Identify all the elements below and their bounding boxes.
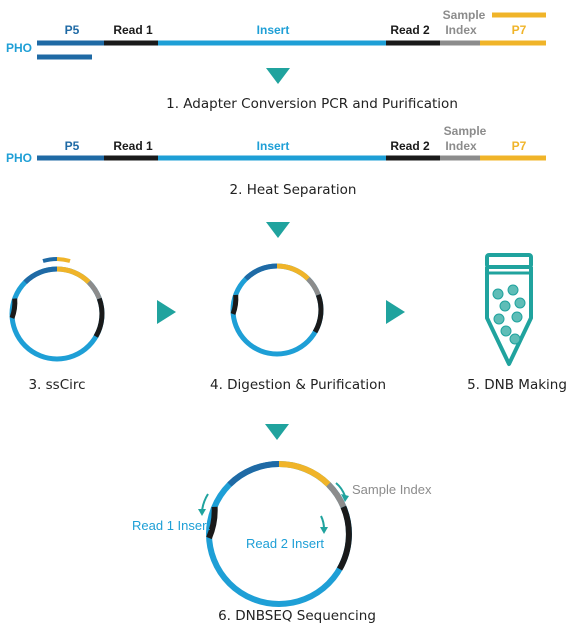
digest-arc-p7	[276, 263, 310, 281]
tube-cap	[485, 253, 533, 269]
right-arrow-icon	[386, 300, 405, 324]
sample-label-line2: Index	[445, 23, 477, 37]
curved-arrow-icon	[198, 493, 209, 516]
construct-top: P5 Read 1 Insert Read 2 Sample Index P7 …	[6, 8, 546, 60]
seq-arc-read1	[206, 506, 218, 540]
dnb-ball-icon	[509, 333, 521, 345]
dnb-ball-icon	[500, 325, 512, 337]
sample-index-annotation: Sample Index	[352, 482, 432, 497]
read2-label: Read 2	[390, 139, 430, 153]
dnb-ball-icon	[511, 311, 523, 323]
right-arrow-icon	[157, 300, 176, 324]
dnb-ball-icon	[492, 288, 504, 300]
read2-label: Read 2	[390, 23, 430, 37]
step-3-label: 3. ssCirc	[28, 377, 85, 393]
step-2-label: 2. Heat Separation	[230, 182, 357, 198]
splint-oligo-blue	[42, 257, 58, 263]
sample-label-line1: Sample	[443, 8, 486, 22]
seq-arc-read2	[336, 505, 352, 571]
sscirc-arc-read1	[9, 298, 18, 319]
pho-label: PHO	[6, 41, 32, 55]
curved-arrow-icon	[335, 482, 349, 502]
sscirc-arc-read2	[93, 297, 105, 338]
insert-label: Insert	[257, 23, 290, 37]
sample-label-line1: Sample	[444, 124, 487, 138]
p7-label: P7	[512, 139, 527, 153]
p7-label: P7	[512, 23, 527, 37]
splint-oligo-yellow	[56, 257, 71, 263]
p5-label: P5	[65, 139, 80, 153]
digest-arc-read2	[312, 294, 324, 334]
step-6-label: 6. DNBSEQ Sequencing	[218, 608, 376, 624]
tube-body	[485, 267, 533, 366]
down-arrow-icon	[266, 222, 290, 238]
dnb-ball-icon	[514, 297, 526, 309]
down-arrow-icon	[265, 424, 289, 440]
read1-label: Read 1	[113, 23, 153, 37]
step-1-label: 1. Adapter Conversion PCR and Purificati…	[166, 96, 458, 112]
sequencing-circle	[206, 461, 352, 607]
read1-insert-annotation: Read 1 Insert	[132, 518, 210, 533]
digest-arc-read1	[230, 294, 239, 315]
insert-label: Insert	[257, 139, 290, 153]
dnb-ball-icon	[507, 284, 519, 296]
pho-label: PHO	[6, 151, 32, 165]
sscirc-arc-p7	[56, 266, 91, 285]
down-arrow-icon	[266, 68, 290, 84]
tube-icon	[485, 253, 533, 366]
digestion-circle	[230, 263, 324, 357]
digest-arc-p5	[244, 263, 278, 281]
read1-label: Read 1	[113, 139, 153, 153]
sscirc-circle	[9, 257, 105, 362]
sample-label-line2: Index	[445, 139, 477, 153]
digest-arc-index	[306, 277, 321, 296]
sscirc-arc-p5	[23, 266, 58, 285]
construct-single: P5 Read 1 Insert Read 2 Sample Index P7 …	[6, 124, 546, 165]
dnb-ball-icon	[499, 300, 511, 312]
dnb-ball-icon	[493, 313, 505, 325]
read2-insert-annotation: Read 2 Insert	[246, 536, 324, 551]
seq-arc-index	[326, 482, 347, 509]
seq-arc-p5	[227, 461, 280, 487]
seq-arc-p7	[278, 461, 331, 487]
p5-label: P5	[65, 23, 80, 37]
step-5-label: 5. DNB Making	[467, 377, 567, 393]
curved-arrow-icon	[320, 515, 328, 534]
step-4-label: 4. Digestion & Purification	[210, 377, 386, 393]
sscirc-arc-index	[86, 280, 102, 300]
dnb-balls	[492, 284, 526, 345]
